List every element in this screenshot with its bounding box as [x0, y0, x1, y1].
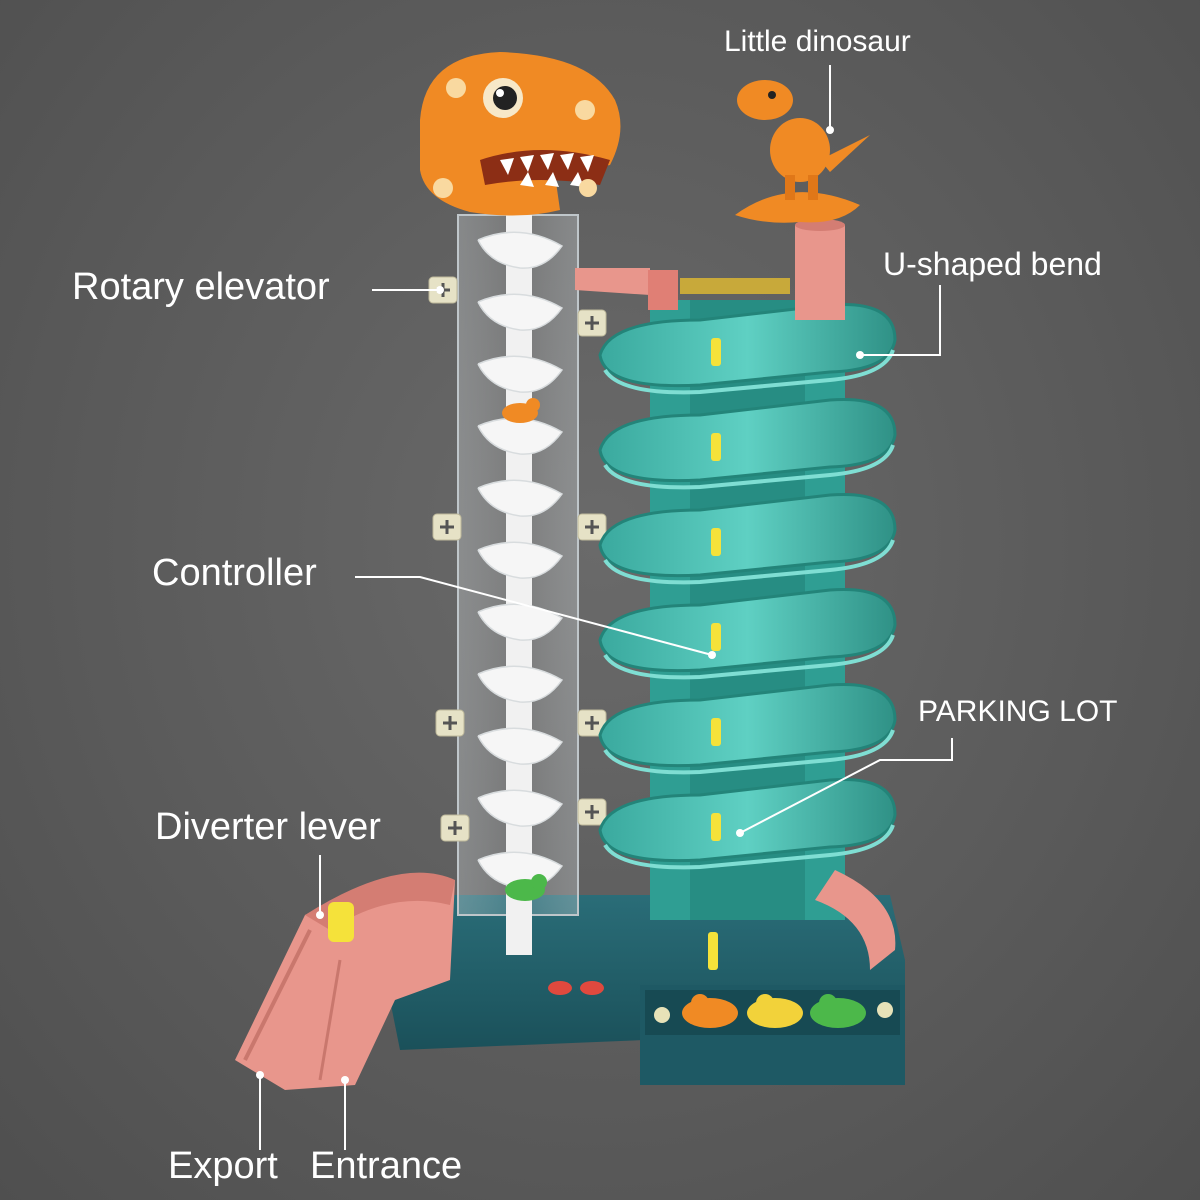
controller-lever [711, 813, 721, 841]
spiral-blade [477, 789, 564, 827]
spiral-blade [477, 541, 564, 579]
screw-icon [577, 709, 607, 737]
screw-icon [577, 309, 607, 337]
screw-icon [440, 814, 470, 842]
diverter-lever-part [328, 902, 354, 942]
screw-icon [432, 513, 462, 541]
label-u-shaped-bend: U-shaped bend [883, 246, 1102, 282]
parking-level [598, 587, 897, 680]
dino-in-elevator-green [505, 874, 547, 901]
label-little-dinosaur: Little dinosaur [724, 25, 911, 58]
controller-lever [711, 528, 721, 556]
spiral-blade [477, 603, 564, 641]
spiral-elevator [477, 231, 564, 889]
controller-lever [711, 338, 721, 366]
controller-lever [711, 623, 721, 651]
controller-lever [711, 718, 721, 746]
leader-lines [259, 65, 953, 1150]
parking-level [598, 492, 897, 585]
spiral-blade [477, 355, 564, 393]
label-rotary-elevator: Rotary elevator [72, 266, 330, 308]
parking-level [598, 777, 897, 870]
controller-lever [711, 433, 721, 461]
parking-level [598, 682, 897, 775]
spiral-blade [477, 293, 564, 331]
spiral-blade [477, 727, 564, 765]
label-diverter-lever: Diverter lever [155, 806, 381, 848]
pink-ramp [235, 872, 455, 1090]
spiral-blade [477, 665, 564, 703]
screw-icon [577, 798, 607, 826]
dino-in-elevator-orange [502, 398, 540, 423]
spiral-blade [477, 479, 564, 517]
parking-level [598, 302, 897, 395]
parked-dino-orange [682, 994, 738, 1028]
screw-set [428, 276, 607, 842]
label-export: Export [168, 1145, 278, 1187]
base-platform [390, 895, 905, 1085]
controller-lever [708, 932, 718, 970]
little-dinosaur-figure [735, 80, 870, 320]
leader-dots [256, 126, 864, 1084]
label-entrance: Entrance [310, 1145, 463, 1187]
parked-dino-yellow [747, 994, 803, 1028]
label-parking-lot: PARKING LOT [918, 695, 1118, 728]
parked-dino-green [810, 994, 866, 1028]
exit-slide [815, 870, 896, 970]
dinosaur-head [420, 52, 621, 216]
parking-level [598, 397, 897, 490]
spiral-ramps [598, 302, 897, 970]
screw-icon [577, 513, 607, 541]
spiral-blade [477, 231, 564, 269]
label-controller: Controller [152, 552, 317, 594]
screw-icon [435, 709, 465, 737]
